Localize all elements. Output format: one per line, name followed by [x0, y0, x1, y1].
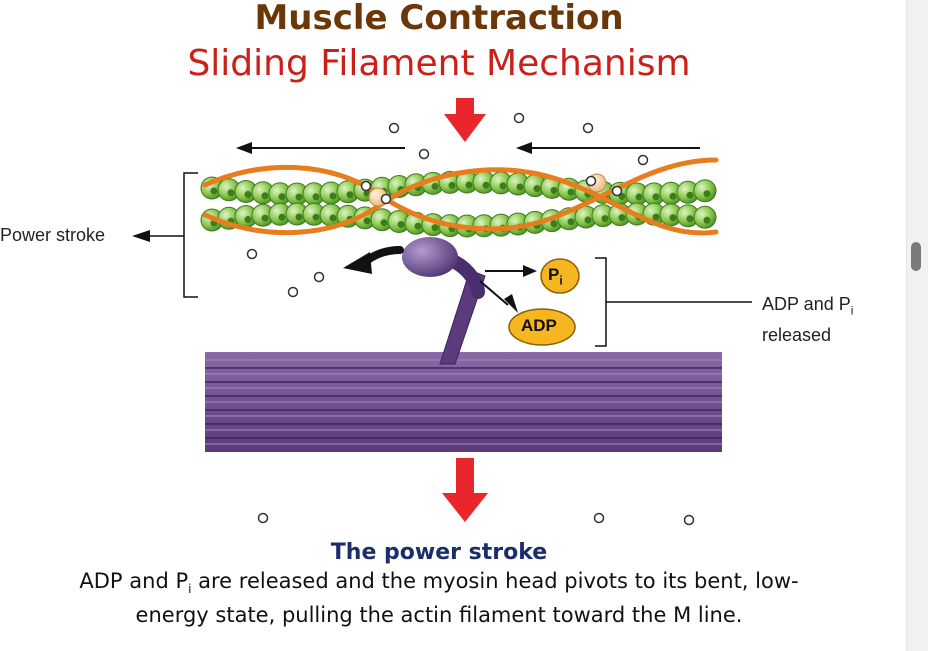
actin-binding-site — [601, 215, 609, 223]
actin-binding-site — [550, 220, 558, 228]
actin-binding-site — [414, 222, 422, 230]
phosphate-oval — [540, 258, 580, 294]
actin-binding-site — [567, 188, 575, 196]
page-title: Muscle Contraction — [254, 0, 624, 38]
actin-binding-site — [295, 193, 303, 201]
actin-binding-site — [431, 224, 439, 232]
actin-binding-site — [669, 192, 677, 200]
power-stroke-label: Power stroke — [0, 225, 106, 245]
left-direction-arrow-2 — [516, 142, 700, 154]
released-line-1: ADP and Pi — [762, 292, 853, 323]
caption-line-1-pre: ADP and P — [79, 569, 189, 593]
pivot-arrow — [343, 246, 404, 274]
adp-arrowhead — [504, 294, 518, 313]
actin-binding-site — [312, 213, 320, 221]
actin-binding-site — [244, 191, 252, 198]
top-red-arrow — [444, 98, 486, 142]
released-label: ADP and Pi released — [762, 292, 853, 347]
caption-line-1: ADP and Pi are released and the myosin h… — [0, 568, 878, 602]
actin-binding-site — [482, 181, 490, 189]
caption-body: ADP and Pi are released and the myosin h… — [0, 568, 878, 628]
scrollbar-thumb[interactable] — [911, 242, 921, 271]
actin-binding-site — [261, 192, 269, 200]
actin-binding-site — [618, 214, 626, 222]
tropomyosin-strands — [202, 157, 719, 236]
power-stroke-arrowhead — [132, 230, 150, 242]
actin-binding-site — [584, 216, 592, 224]
actin-binding-site — [397, 221, 405, 228]
released-bracket — [595, 257, 752, 347]
pi-arrowhead — [523, 265, 537, 277]
actin-binding-site — [652, 213, 660, 221]
power-stroke-bracket — [150, 172, 198, 298]
pi-label-main: P — [548, 265, 560, 284]
actin-binding-site — [278, 213, 286, 221]
page-subtitle: Sliding Filament Mechanism — [187, 43, 691, 84]
actin-binding-site — [261, 214, 269, 222]
actin-binding-site — [346, 191, 354, 199]
pi-label-sub: i — [559, 273, 563, 288]
scrollbar-track[interactable] — [906, 0, 928, 651]
actin-binding-site — [516, 183, 524, 191]
thick-filament — [205, 352, 722, 452]
actin-bead — [693, 205, 717, 229]
actin-binding-site — [380, 219, 388, 227]
actin-binding-site — [669, 214, 677, 222]
myosin-head — [402, 237, 486, 365]
caption-line-1-post: are released and the myosin head pivots … — [191, 569, 799, 593]
pi-label: Pi — [548, 265, 563, 287]
actin-binding-site — [635, 193, 643, 201]
actin-binding-site — [244, 216, 252, 223]
actin-binding-site — [465, 181, 473, 189]
actin-binding-site — [227, 189, 235, 197]
bottom-red-arrow — [442, 458, 488, 522]
adp-label: ADP — [521, 316, 557, 335]
release-arrows — [479, 270, 525, 306]
actin-binding-site — [703, 216, 711, 224]
actin-binding-site — [448, 181, 456, 189]
free-particles — [246, 112, 695, 526]
actin-binding-site — [312, 193, 320, 201]
actin-binding-site — [295, 213, 303, 221]
actin-binding-site — [686, 191, 694, 199]
actin-binding-site — [652, 193, 660, 201]
power-stroke-diagram — [132, 98, 752, 526]
actin-binding-site — [210, 187, 218, 195]
actin-binding-site — [550, 186, 558, 194]
caption-line-1-sub: i — [188, 582, 192, 597]
actin-binding-site — [567, 218, 575, 226]
actin-binding-site — [278, 193, 286, 201]
adp-oval — [508, 308, 576, 346]
actin-binding-site — [533, 185, 541, 193]
actin-binding-site — [363, 217, 371, 225]
actin-binding-site — [703, 190, 711, 198]
actin-binding-site — [329, 214, 337, 222]
released-line-1-main: ADP and P — [762, 294, 851, 314]
actin-filament — [200, 170, 717, 238]
released-line-1-sub: i — [850, 303, 854, 318]
bound-particles — [360, 175, 623, 205]
actin-binding-site — [686, 215, 694, 223]
actin-binding-site — [329, 192, 337, 200]
actin-bead — [693, 179, 717, 203]
caption-line-2: energy state, pulling the actin filament… — [135, 603, 743, 628]
actin-binding-site — [431, 182, 439, 190]
actin-binding-site — [499, 182, 507, 190]
caption-heading: The power stroke — [330, 540, 548, 565]
left-direction-arrow-1 — [236, 142, 405, 154]
released-line-2: released — [762, 324, 832, 345]
